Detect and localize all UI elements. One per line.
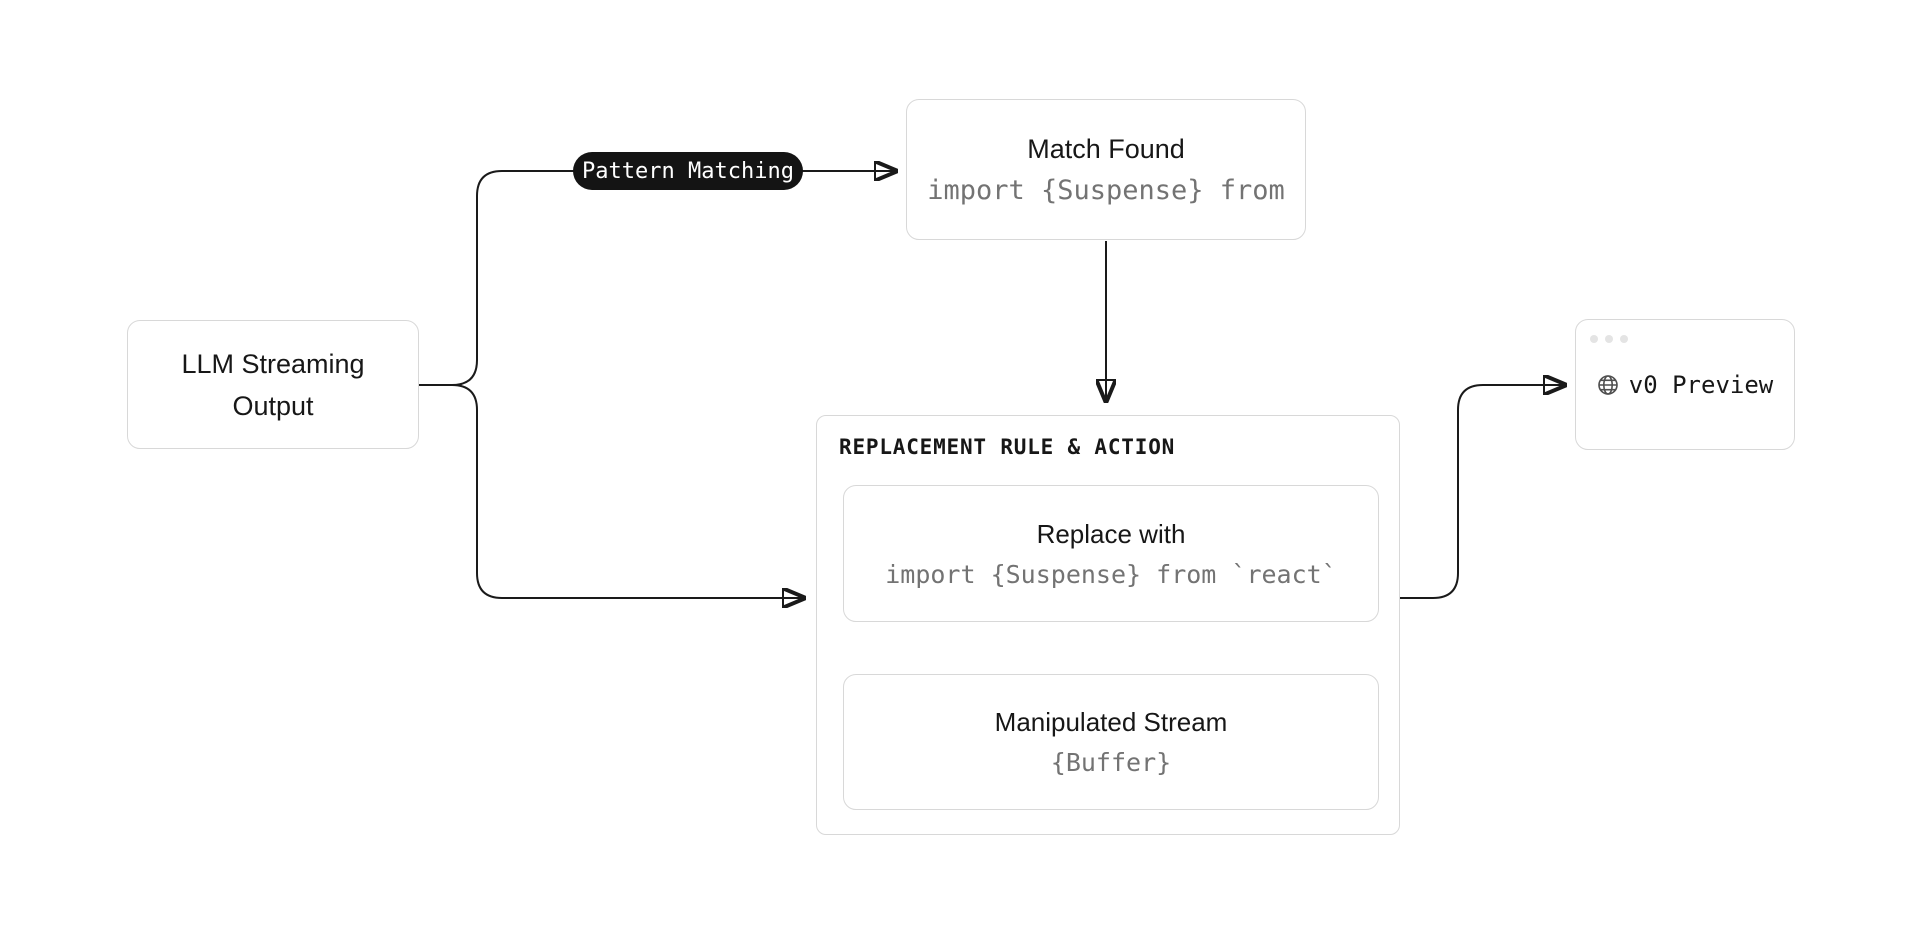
node-replace-with: Replace with import {Suspense} from `rea…: [843, 485, 1379, 622]
globe-icon: [1597, 374, 1618, 395]
node-code-snippet: import {Suspense} from: [927, 174, 1285, 206]
badge-label: Pattern Matching: [582, 158, 794, 184]
window-dot: [1590, 335, 1598, 343]
node-v0-preview: v0 Preview: [1575, 319, 1795, 450]
node-title: Replace with: [1036, 518, 1186, 549]
node-match-found: Match Found import {Suspense} from: [906, 99, 1306, 240]
group-label: REPLACEMENT RULE & ACTION: [839, 435, 1176, 459]
edge-llm-to-match-found: [419, 171, 895, 386]
window-traffic-dots: [1590, 335, 1628, 343]
edge-llm-to-replacement-group: [419, 384, 803, 598]
node-title: v0 Preview: [1628, 370, 1774, 399]
node-title: Match Found: [1027, 133, 1185, 164]
node-title: Manipulated Stream: [994, 707, 1228, 737]
edge-replacement-group-to-v0: [1400, 385, 1564, 599]
window-dot: [1605, 335, 1613, 343]
window-dot: [1620, 335, 1628, 343]
node-title: LLM Streaming Output: [181, 348, 365, 421]
group-replacement-rule-action: REPLACEMENT RULE & ACTION Replace with i…: [816, 415, 1400, 835]
node-llm-streaming-output: LLM Streaming Output: [127, 320, 419, 449]
node-manipulated-stream: Manipulated Stream {Buffer}: [843, 674, 1379, 810]
node-code-snippet: {Buffer}: [1050, 748, 1172, 777]
node-code-snippet: import {Suspense} from `react`: [885, 559, 1337, 589]
edge-label-pattern-matching: Pattern Matching: [573, 152, 803, 190]
